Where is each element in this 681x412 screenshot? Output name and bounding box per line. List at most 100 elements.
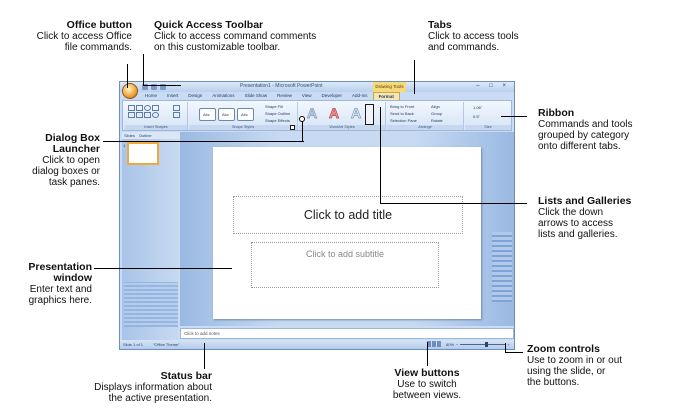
callout-ribbon: Ribbon Commands and tools grouped by cat… [538, 108, 678, 153]
callout-line: Use to zoom in or out [527, 355, 623, 366]
callout-title: Zoom controls [527, 343, 600, 355]
shape-width-field[interactable]: 0.5" [473, 114, 480, 119]
group-label: WordArt Styles [299, 125, 385, 130]
callout-office-button: Office button Click to access Office fil… [20, 19, 132, 54]
shape-outline-button[interactable]: Shape Outline [265, 111, 291, 116]
tab-slide-show[interactable]: Slide Show [244, 93, 268, 98]
shape-oval-icon[interactable] [144, 105, 151, 111]
slides-pane: Slides Outline 1 [122, 132, 180, 340]
shape-triangle-icon[interactable] [128, 112, 135, 118]
shape-style-2[interactable]: Abc [218, 108, 235, 121]
zoom-level[interactable]: 80% [446, 341, 455, 347]
tab-review[interactable]: Review [277, 93, 292, 98]
slide-show-icon[interactable] [437, 341, 441, 347]
group-label: Arrange [387, 125, 463, 130]
shape-circle-icon[interactable] [152, 112, 159, 118]
callout-line: Commands and tools [538, 119, 633, 130]
callout-line: using the slide, or [527, 366, 606, 377]
shape-style-1[interactable]: Abc [199, 108, 216, 121]
shape-height-field[interactable]: 1.06" [473, 105, 483, 110]
group-label: Size [465, 125, 511, 130]
leader-line [505, 352, 523, 353]
callout-title: Status bar [160, 370, 212, 382]
callout-view-buttons: View buttons Use to switch between views… [372, 368, 482, 402]
callout-line: dialog boxes or [32, 166, 100, 177]
callout-title: Tabs [428, 19, 452, 31]
callout-line: task panes. [48, 177, 100, 188]
tab-view[interactable]: View [301, 93, 312, 98]
callout-title: window [53, 272, 93, 284]
zoom-out-icon[interactable]: − [456, 341, 459, 347]
callout-line: Use to switch [397, 379, 457, 390]
title-placeholder[interactable]: Click to add title [233, 196, 463, 234]
shape-arrow-icon[interactable] [152, 105, 159, 111]
text-box-icon[interactable] [173, 112, 180, 118]
tab-add-ins[interactable]: Add-Ins [352, 93, 368, 98]
zoom-in-icon[interactable]: + [507, 341, 510, 347]
shape-star-icon[interactable] [136, 112, 143, 118]
save-icon[interactable] [142, 84, 148, 90]
callout-line: between views. [392, 390, 462, 401]
callout-presentation-window: Presentation window Enter text and graph… [8, 261, 93, 307]
callout-line: file commands. [64, 42, 132, 53]
shape-fill-button[interactable]: Shape Fill [265, 104, 283, 109]
office-button[interactable] [122, 83, 138, 99]
redo-icon[interactable] [160, 84, 166, 90]
slide-canvas[interactable]: Click to add title Click to add subtitle [213, 147, 481, 319]
presentation-window: Click to add title Click to add subtitle [180, 132, 514, 326]
callout-title: Lists and Galleries [538, 195, 632, 207]
tab-insert[interactable]: Insert [167, 93, 179, 98]
ribbon: Insert Shapes Abc Abc Abc Shape Fill Sha… [122, 100, 512, 131]
undo-icon[interactable] [151, 84, 157, 90]
shape-style-3[interactable]: Abc [237, 108, 254, 121]
tab-slides[interactable]: Slides [124, 133, 135, 138]
selection-pane-button[interactable]: Selection Pane [390, 118, 417, 123]
callout-title: Presentation [28, 261, 92, 273]
group-label: Insert Shapes [125, 125, 187, 130]
edit-shape-icon[interactable] [173, 105, 180, 111]
dialog-box-launcher-icon[interactable] [290, 125, 295, 130]
slide-thumbnail[interactable] [127, 142, 159, 165]
group-button[interactable]: Group [431, 111, 443, 116]
shape-callout-icon[interactable] [144, 112, 151, 118]
send-to-back-button[interactable]: Send to Back [390, 111, 414, 116]
callout-tabs: Tabs Click to access tools and commands. [428, 19, 558, 54]
subtitle-placeholder[interactable]: Click to add subtitle [251, 242, 439, 288]
callout-dot [299, 116, 305, 122]
bring-to-front-button[interactable]: Bring to Front [390, 104, 415, 109]
leader-line [380, 203, 527, 204]
shape-line-icon[interactable] [128, 105, 135, 111]
leader-line [302, 119, 303, 142]
callout-quick-access-toolbar: Quick Access Toolbar Click to access com… [154, 20, 374, 54]
tab-format[interactable]: Format [372, 92, 400, 100]
gallery-more-arrow[interactable] [365, 104, 374, 125]
tab-developer[interactable]: Developer [321, 93, 343, 98]
callout-title: Office button [66, 19, 132, 31]
callout-line: Enter text and [29, 284, 92, 295]
normal-view-icon[interactable] [427, 341, 431, 347]
callout-line: lists and galleries. [538, 229, 618, 240]
group-insert-shapes: Insert Shapes [125, 102, 188, 130]
wordart-style-1[interactable]: A [307, 105, 318, 122]
group-wordart-styles: A A A WordArt Styles [299, 102, 386, 130]
wordart-style-3[interactable]: A [351, 105, 362, 122]
shape-effects-button[interactable]: Shape Effects [265, 118, 290, 123]
callout-dialog-box-launcher: Dialog Box Launcher Click to open dialog… [8, 133, 100, 189]
shape-rect-icon[interactable] [136, 105, 143, 111]
group-label: Shape Styles [189, 125, 297, 130]
callout-line: Click to access command comments [154, 31, 317, 42]
tab-animations[interactable]: Animations [212, 93, 235, 98]
tab-home[interactable]: Home [145, 93, 158, 98]
wordart-style-2[interactable]: A [329, 105, 340, 122]
window-controls[interactable]: – □ × [476, 83, 510, 89]
rotate-button[interactable]: Rotate [431, 118, 443, 123]
view-buttons [427, 341, 441, 347]
tab-design[interactable]: Design [188, 93, 203, 98]
notes-pane[interactable]: Click to add notes [180, 328, 514, 339]
status-bar: Slide 1 of 1 "Office Theme" 80% − + [120, 340, 514, 349]
slide-sorter-icon[interactable] [432, 341, 436, 347]
align-button[interactable]: Align [431, 104, 440, 109]
zoom-slider-thumb[interactable] [485, 341, 489, 347]
tab-outline[interactable]: Outline [138, 133, 152, 138]
zoom-slider[interactable] [460, 341, 506, 347]
